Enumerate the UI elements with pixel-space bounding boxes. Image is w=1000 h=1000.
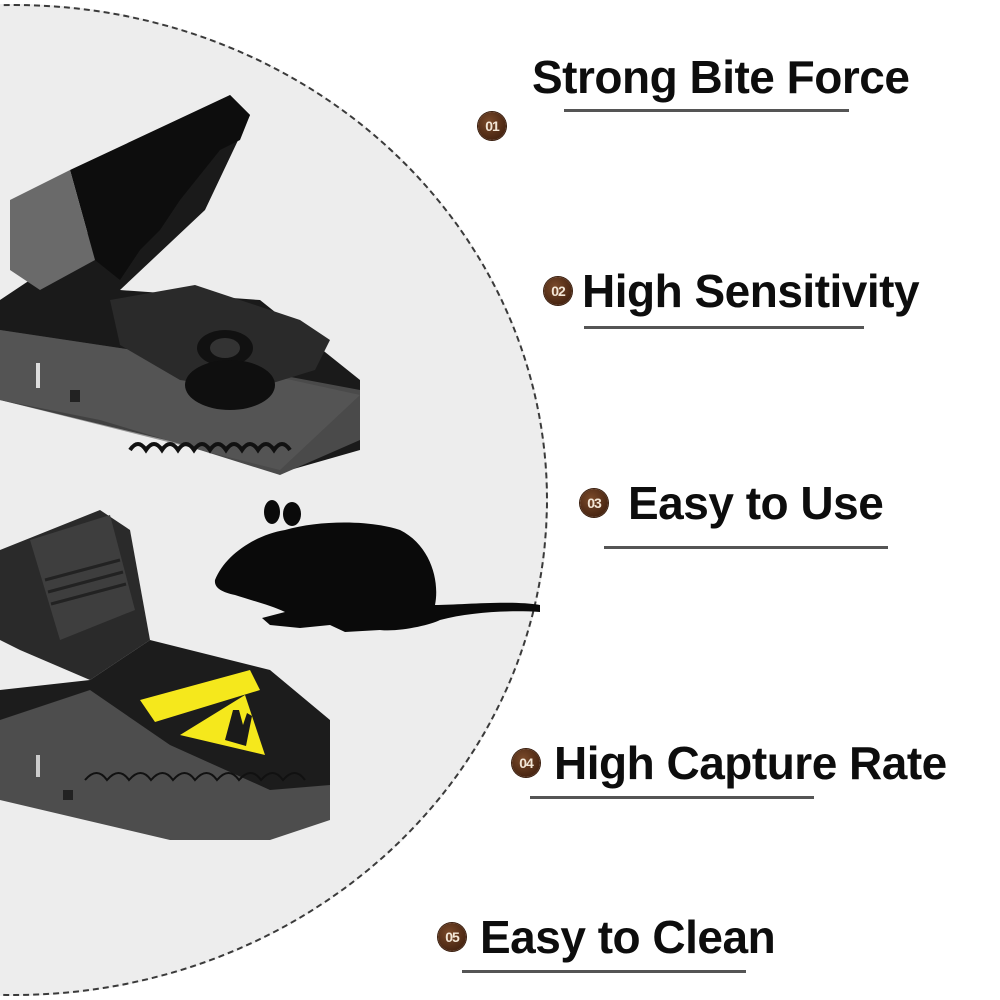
- feature-01: 01 Strong Bite Force: [476, 40, 946, 150]
- number-badge: 04: [512, 749, 540, 777]
- feature-title: Easy to Use: [628, 477, 884, 529]
- feature-title: Easy to Clean: [480, 911, 776, 963]
- underline-divider: [530, 796, 814, 799]
- underline-divider: [584, 326, 864, 329]
- underline-divider: [564, 109, 849, 112]
- feature-03: 03 Easy to Use: [580, 477, 888, 549]
- number-badge: 05: [438, 923, 466, 951]
- feature-title: High Capture Rate: [554, 737, 947, 789]
- underline-divider: [604, 546, 888, 549]
- feature-05: 05 Easy to Clean: [438, 911, 776, 973]
- open-jaw-mouse-trap-icon: [0, 95, 360, 475]
- number-badge: 01: [478, 112, 506, 140]
- feature-04: 04 High Capture Rate: [512, 737, 947, 799]
- feature-02: 02 High Sensitivity: [544, 265, 920, 329]
- feature-title: High Sensitivity: [582, 265, 920, 317]
- mouse-silhouette-icon: [214, 500, 541, 632]
- feature-title: Strong Bite Force: [532, 51, 910, 103]
- number-badge: 02: [544, 277, 572, 305]
- number-badge: 03: [580, 489, 608, 517]
- underline-divider: [462, 970, 746, 973]
- closed-mouse-trap-icon: [0, 510, 330, 840]
